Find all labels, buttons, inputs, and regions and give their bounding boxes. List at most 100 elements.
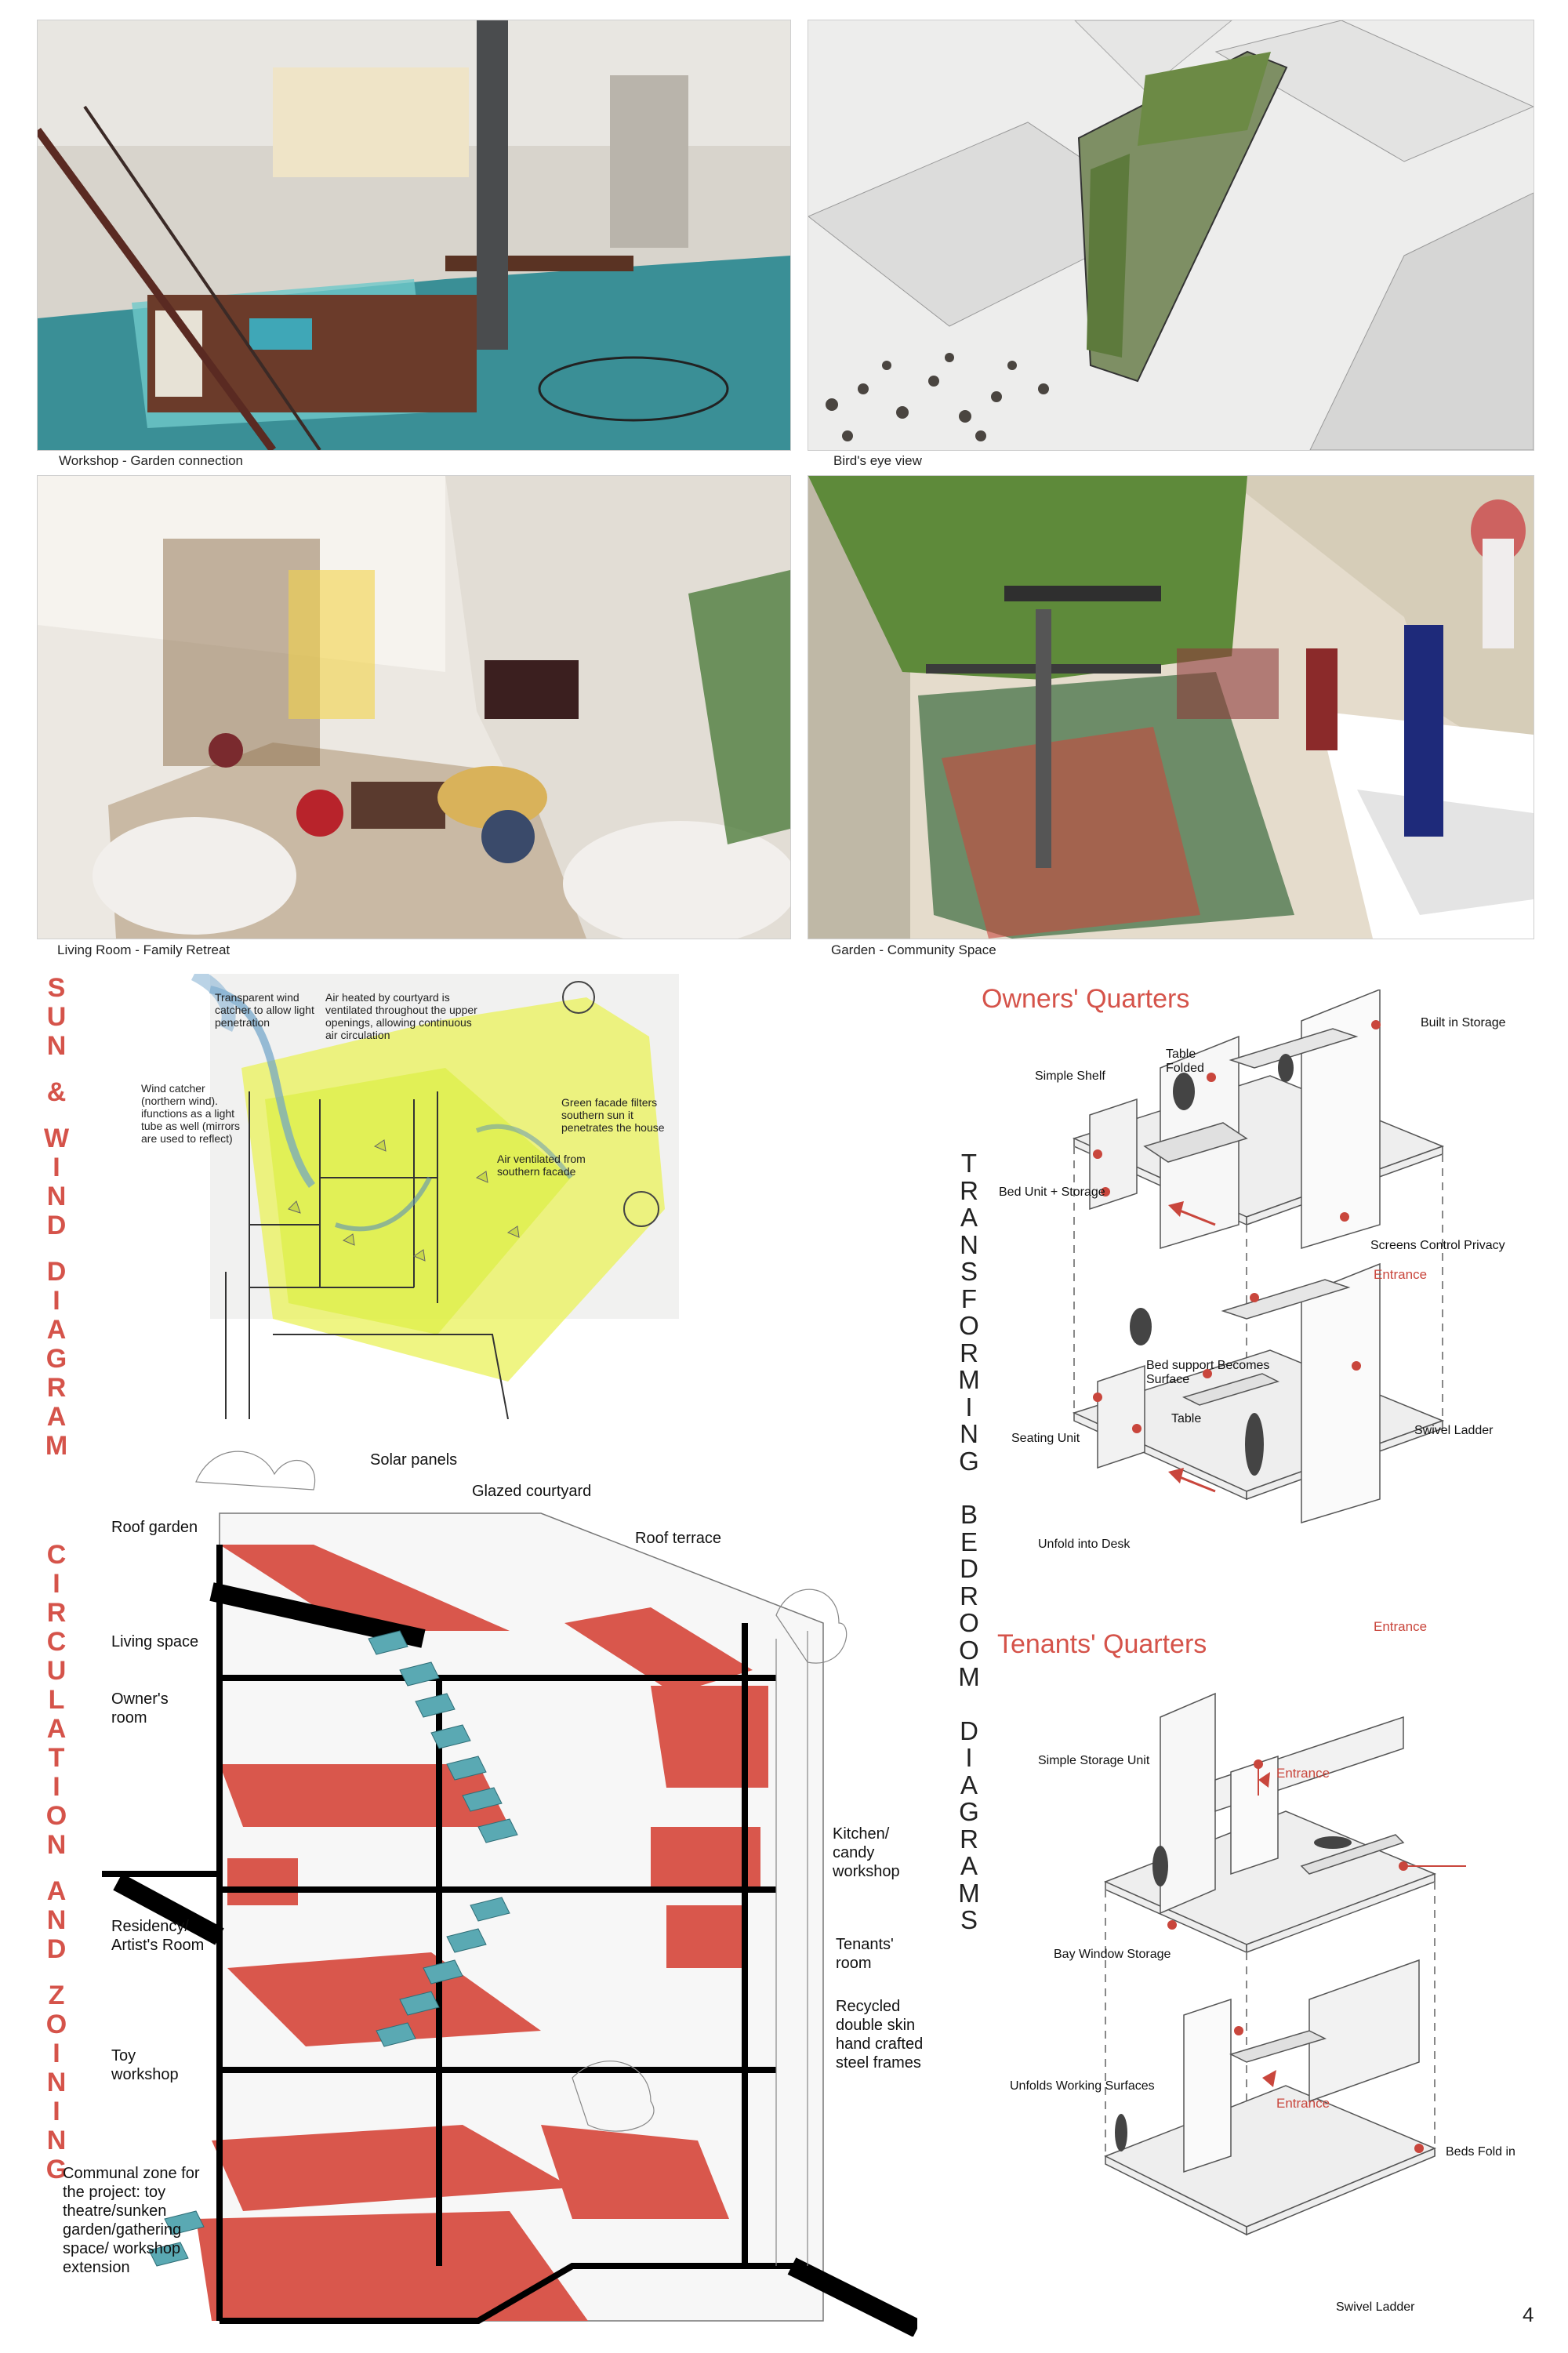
label-communal-zone: Communal zone for the project: toy theat… bbox=[63, 2165, 200, 2276]
vertical-title-circulation: C I R C U L A T I O N A N D Z O I N I N … bbox=[39, 1541, 74, 2184]
vt-letter: Z bbox=[48, 1981, 65, 2010]
circulation-section-drawing bbox=[102, 1435, 922, 2337]
vt-letter: A bbox=[960, 1851, 978, 1880]
render-workshop bbox=[37, 20, 791, 451]
label-kitchen: Kitchen/ candy workshop bbox=[833, 1825, 900, 1880]
page-number: 4 bbox=[1523, 2303, 1534, 2326]
note-transparent-wind-catcher: Transparent wind catcher to allow light … bbox=[215, 991, 314, 1029]
vt-letter: S bbox=[47, 973, 66, 1003]
vt-letter: D bbox=[46, 1257, 67, 1287]
label-toy-workshop: Toy workshop bbox=[111, 2047, 179, 2083]
label-tenants-entrance-2: Entrance bbox=[1276, 2096, 1330, 2111]
vt-letter: U bbox=[46, 1656, 67, 1686]
vt-letter: C bbox=[46, 1540, 67, 1570]
note-air-ventilated: Air ventilated from southern facade bbox=[497, 1153, 586, 1178]
owners-iso-drawing bbox=[1072, 988, 1445, 1524]
section-axonometric bbox=[102, 1451, 922, 2337]
vt-letter: & bbox=[46, 1077, 67, 1107]
render-birdseye bbox=[808, 20, 1534, 451]
vt-letter: M bbox=[958, 1662, 980, 1691]
vt-letter: I bbox=[965, 1392, 973, 1422]
vt-letter: M bbox=[45, 1431, 68, 1461]
caption-workshop: Workshop - Garden connection bbox=[59, 453, 243, 468]
vt-letter: R bbox=[46, 1598, 67, 1628]
vt-letter: I bbox=[53, 2039, 60, 2068]
vt-letter: A bbox=[46, 1876, 67, 1906]
vt-letter: D bbox=[46, 1211, 67, 1240]
label-unfold-into-desk: Unfold into Desk bbox=[1038, 1538, 1131, 1551]
label-unfolds-working-surfaces: Unfolds Working Surfaces bbox=[1010, 2079, 1155, 2093]
label-beds-fold-in: Beds Fold in bbox=[1446, 2145, 1515, 2159]
vt-letter: U bbox=[46, 1002, 67, 1032]
vt-letter: I bbox=[965, 1743, 973, 1772]
sun-wind-drawing bbox=[191, 967, 679, 1420]
note-air-heated: Air heated by courtyard is ventilated th… bbox=[325, 991, 477, 1041]
label-owners-entrance-1: Entrance bbox=[1374, 1267, 1428, 1282]
label-tenants-room: Tenants' room bbox=[836, 1936, 894, 1972]
vt-letter: O bbox=[959, 1608, 979, 1637]
vt-letter: A bbox=[960, 1770, 978, 1799]
vt-letter: D bbox=[46, 1934, 67, 1964]
vt-letter: I bbox=[53, 2097, 60, 2126]
vt-letter: N bbox=[46, 1905, 67, 1935]
render-garden bbox=[808, 475, 1534, 939]
tenants-unit-diagrams bbox=[1090, 1686, 1482, 2274]
vt-letter: L bbox=[48, 1685, 65, 1715]
vt-letter: R bbox=[960, 1338, 978, 1367]
note-wind-catcher: Wind catcher (northern wind). ifunctions… bbox=[141, 1082, 241, 1145]
vt-letter: E bbox=[960, 1527, 978, 1556]
vt-letter: R bbox=[960, 1175, 978, 1205]
heading-owners-quarters: Owners' Quarters bbox=[982, 984, 1190, 1014]
vt-letter: N bbox=[960, 1419, 978, 1448]
label-table: Table bbox=[1171, 1412, 1202, 1425]
vt-letter: O bbox=[959, 1635, 979, 1665]
sun-wind-diagram bbox=[179, 967, 679, 1420]
vt-letter: G bbox=[45, 2155, 67, 2184]
vertical-title-transforming: T R A N S F O R M I N G B E D R O O M D … bbox=[952, 1149, 986, 1934]
vt-letter: S bbox=[960, 1257, 978, 1286]
caption-garden: Garden - Community Space bbox=[831, 942, 996, 957]
label-residency: Residency/ Artist's Room bbox=[111, 1918, 205, 1954]
label-roof-garden: Roof garden bbox=[111, 1519, 198, 1536]
vt-letter: M bbox=[958, 1365, 980, 1394]
label-solar-panels: Solar panels bbox=[370, 1451, 458, 1469]
vt-letter: D bbox=[960, 1554, 978, 1583]
render-living-room bbox=[37, 475, 791, 939]
label-seating-unit: Seating Unit bbox=[1011, 1432, 1080, 1445]
vt-letter: A bbox=[46, 1402, 67, 1432]
vt-letter: R bbox=[960, 1581, 978, 1610]
caption-birdseye: Bird's eye view bbox=[833, 453, 922, 468]
vt-letter: A bbox=[46, 1315, 67, 1345]
vt-letter: N bbox=[960, 1229, 978, 1259]
label-tenants-entrance-1: Entrance bbox=[1276, 1766, 1330, 1781]
vt-letter: O bbox=[45, 1801, 67, 1831]
vt-letter: I bbox=[53, 1772, 60, 1802]
vt-letter: I bbox=[53, 1153, 60, 1182]
vt-letter: O bbox=[959, 1311, 979, 1340]
tenants-iso-drawing bbox=[1104, 1692, 1466, 2236]
note-green-facade: Green facade filters southern sun it pen… bbox=[561, 1096, 665, 1134]
label-recycled-skin: Recycled double skin hand crafted steel … bbox=[836, 1998, 924, 2072]
vt-letter: T bbox=[48, 1743, 65, 1773]
label-owners-room: Owner's room bbox=[111, 1690, 169, 1727]
vt-letter: N bbox=[46, 1182, 67, 1211]
vt-letter: R bbox=[46, 1373, 67, 1403]
vt-letter: O bbox=[45, 2010, 67, 2039]
label-built-in-storage: Built in Storage bbox=[1421, 1016, 1506, 1029]
label-simple-shelf: Simple Shelf bbox=[1035, 1069, 1105, 1083]
heading-tenants-quarters: Tenants' Quarters bbox=[997, 1629, 1207, 1659]
vt-letter: N bbox=[46, 2068, 67, 2097]
vt-letter: G bbox=[959, 1446, 979, 1476]
label-glazed-courtyard: Glazed courtyard bbox=[472, 1483, 592, 1500]
vt-letter: G bbox=[45, 1344, 67, 1374]
vt-letter: I bbox=[53, 1286, 60, 1316]
label-living-space: Living space bbox=[111, 1633, 199, 1650]
label-bed-unit-storage: Bed Unit + Storage bbox=[999, 1186, 1105, 1199]
vt-letter: I bbox=[53, 1569, 60, 1599]
vt-letter: N bbox=[46, 1031, 67, 1061]
label-owners-swivel-ladder: Swivel Ladder bbox=[1414, 1424, 1494, 1437]
vertical-title-sun-wind: S U N & W I N D D I A G R A M bbox=[39, 974, 74, 1461]
label-owners-entrance-2: Entrance bbox=[1374, 1619, 1428, 1634]
vt-letter: W bbox=[43, 1124, 70, 1153]
vt-letter: T bbox=[960, 1149, 978, 1178]
